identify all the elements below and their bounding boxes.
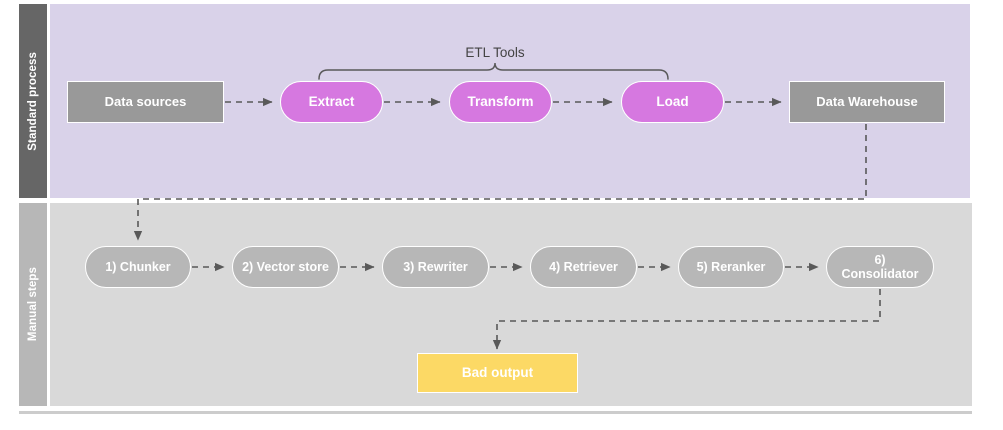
lane-header-standard-process: Standard process [19,4,47,198]
node-vector-store-label: 2) Vector store [242,259,329,274]
node-chunker-label: 1) Chunker [105,259,171,274]
etl-tools-label: ETL Tools [465,45,525,60]
node-data-sources[interactable]: Data sources [67,81,224,123]
node-retriever-label: 4) Retriever [549,259,618,274]
node-bad-output[interactable]: Bad output [417,353,578,393]
node-transform[interactable]: Transform [449,81,552,123]
node-consolidator[interactable]: 6) Consolidator [826,246,934,288]
node-data-warehouse-label: Data Warehouse [816,93,918,109]
node-data-warehouse[interactable]: Data Warehouse [789,81,945,123]
lane-header-standard-process-label: Standard process [27,51,39,151]
node-rewriter-label: 3) Rewriter [403,259,468,274]
node-load-label: Load [656,94,689,110]
node-extract[interactable]: Extract [280,81,383,123]
node-vector-store[interactable]: 2) Vector store [232,246,339,288]
lane-header-manual-steps: Manual steps [19,203,47,406]
node-rewriter[interactable]: 3) Rewriter [382,246,489,288]
node-consolidator-label: 6) Consolidator [841,252,919,281]
node-chunker[interactable]: 1) Chunker [85,246,191,288]
node-load[interactable]: Load [621,81,724,123]
node-reranker[interactable]: 5) Reranker [678,246,784,288]
node-transform-label: Transform [467,94,534,110]
node-bad-output-label: Bad output [461,365,534,381]
bottom-divider-rule [19,411,972,414]
node-reranker-label: 5) Reranker [696,259,766,274]
node-extract-label: Extract [308,94,355,110]
node-retriever[interactable]: 4) Retriever [530,246,637,288]
node-data-sources-label: Data sources [104,93,187,109]
lane-header-manual-steps-label: Manual steps [27,267,39,342]
